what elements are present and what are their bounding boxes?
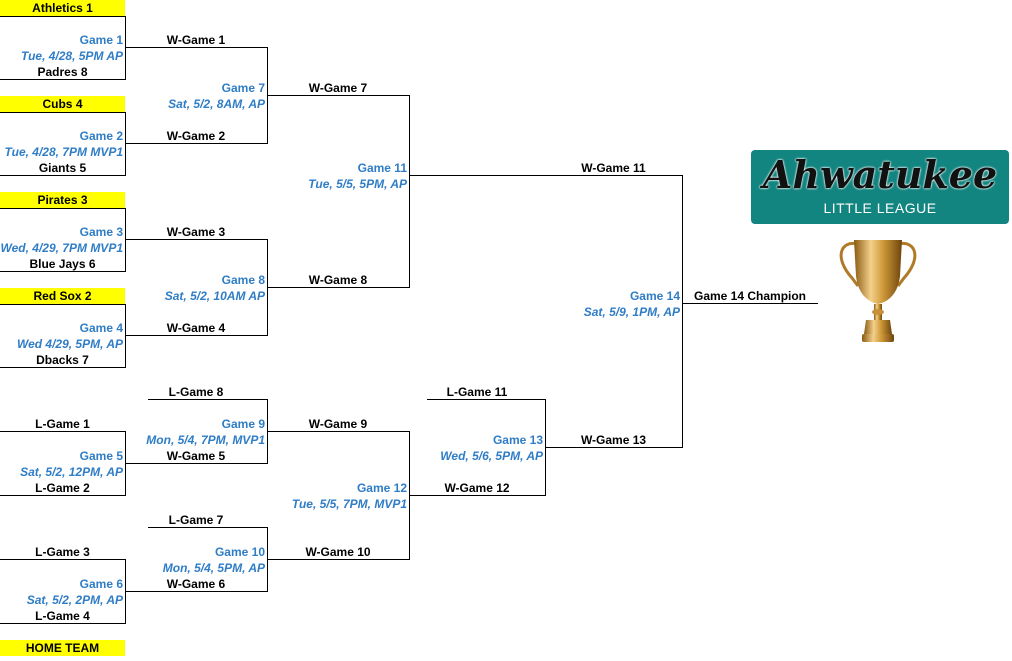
slot-w-game-2: W-Game 2 [166,129,226,143]
slot-w-game-10: W-Game 10 [305,545,371,559]
game-14-date: Sat, 5/9, 1PM, AP [583,305,680,319]
away-team-dbacks: Dbacks 7 [36,353,89,367]
bracket-line [409,95,410,287]
game-11-date: Tue, 5/5, 5PM, AP [308,177,407,191]
slot-l-game-7: L-Game 7 [168,513,224,527]
bracket-line [409,175,682,176]
game-1-date: Tue, 4/28, 5PM AP [20,49,123,63]
slot-w-game-11: W-Game 11 [581,161,646,175]
home-team-pirates: Pirates 3 [0,192,125,208]
bracket-line [125,463,268,464]
game-10-label: Game 10 [214,545,265,559]
game-3-date: Wed, 4/29, 7PM MVP1 [0,241,124,255]
game-10-date: Mon, 5/4, 5PM, AP [162,561,265,575]
away-team-bluejays: Blue Jays 6 [29,257,96,271]
slot-w-game-12: W-Game 12 [444,481,510,495]
game-14-label: Game 14 [629,289,680,303]
trophy-icon [839,240,917,342]
game-8-label: Game 8 [221,273,265,287]
logo-subtitle: LITTLE LEAGUE [823,200,937,216]
bracket-line [0,16,125,17]
slot-l-game-8: L-Game 8 [168,385,224,399]
league-logo: Ahwatukee LITTLE LEAGUE [751,150,1009,224]
bracket-line [125,335,268,336]
bracket-line [0,431,125,432]
game-4-date: Wed 4/29, 5PM, AP [16,337,123,351]
game-1-label: Game 1 [79,33,123,47]
slot-w-game-8: W-Game 8 [308,273,368,287]
bracket-line [0,623,126,624]
home-team-legend: HOME TEAM [0,640,125,656]
game-6-label: Game 6 [79,577,123,591]
logo-title: Ahwatukee [762,152,998,197]
bracket-line [0,175,126,176]
bracket-line [148,527,267,528]
slot-w-game-4: W-Game 4 [166,321,226,335]
game-5-label: Game 5 [79,449,123,463]
game-3-label: Game 3 [79,225,123,239]
slot-l-game-1: L-Game 1 [35,417,90,431]
game-2-date: Tue, 4/28, 7PM MVP1 [4,145,124,159]
bracket-line [0,79,126,80]
bracket-line [125,239,267,240]
game-11-label: Game 11 [357,161,407,175]
slot-w-game-7: W-Game 7 [308,81,368,95]
game-7-date: Sat, 5/2, 8AM, AP [168,97,265,111]
game-13-label: Game 13 [492,433,543,447]
game-2-label: Game 2 [79,129,123,143]
bracket-line [125,591,268,592]
game-7-label: Game 7 [221,81,265,95]
bracket-line [0,367,126,368]
bracket-line [0,495,126,496]
home-team-redsox: Red Sox 2 [0,288,125,304]
slot-l-game-3: L-Game 3 [35,545,90,559]
slot-l-game-11: L-Game 11 [446,385,508,399]
game-12-date: Tue, 5/5, 7PM, MVP1 [291,497,407,511]
bracket-line [0,271,126,272]
away-team-padres: Padres 8 [37,65,88,79]
game-13-date: Wed, 5/6, 5PM, AP [440,449,543,463]
bracket-line [125,143,268,144]
bracket-line [682,303,818,304]
bracket-line [0,112,125,113]
bracket-line [0,208,125,209]
bracket-line [409,495,546,496]
bracket-line [125,431,126,495]
bracket-line [267,287,410,288]
slot-w-game-1: W-Game 1 [166,33,226,47]
bracket-line [427,399,545,400]
slot-l-game-4: L-Game 4 [35,609,90,623]
game-5-date: Sat, 5/2, 12PM, AP [20,465,123,479]
bracket-line [125,47,267,48]
game-4-label: Game 4 [79,321,123,335]
slot-champion: Game 14 Champion [693,289,807,303]
slot-w-game-13: W-Game 13 [580,433,647,447]
bracket-line [0,559,125,560]
bracket-line [682,175,683,447]
bracket-line [545,447,683,448]
game-12-label: Game 12 [356,481,407,495]
game-8-date: Sat, 5/2, 10AM AP [164,289,265,303]
home-team-cubs: Cubs 4 [0,96,125,112]
slot-w-game-6: W-Game 6 [166,577,226,591]
slot-w-game-3: W-Game 3 [166,225,226,239]
bracket-line [267,559,410,560]
away-team-giants: Giants 5 [38,161,87,175]
slot-w-game-5: W-Game 5 [166,449,226,463]
bracket-line [267,431,409,432]
slot-w-game-9: W-Game 9 [308,417,368,431]
game-9-date: Mon, 5/4, 7PM, MVP1 [146,433,265,447]
bracket-line [0,304,125,305]
bracket-line [267,527,268,591]
bracket-line [267,95,409,96]
game-9-label: Game 9 [221,417,265,431]
bracket-line [148,399,267,400]
home-team-athletics: Athletics 1 [0,0,125,16]
game-6-date: Sat, 5/2, 2PM, AP [26,593,123,607]
slot-l-game-2: L-Game 2 [35,481,90,495]
bracket-line [125,559,126,623]
